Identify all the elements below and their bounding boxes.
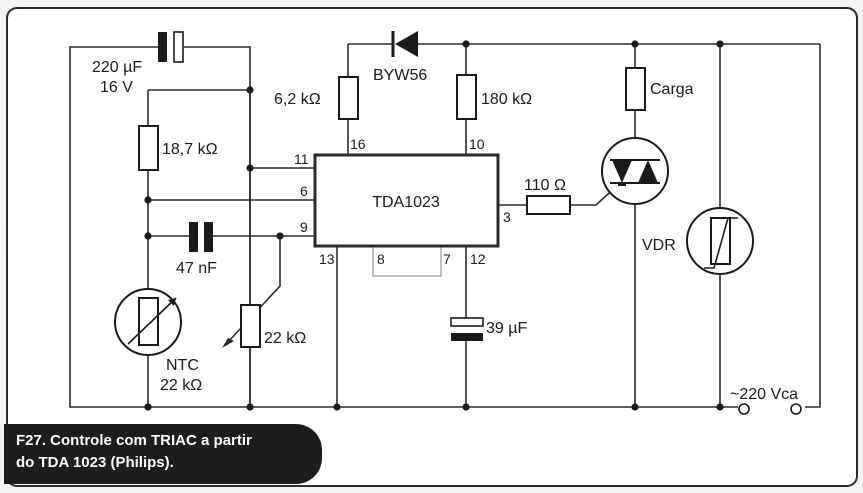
ntc-thermistor: [114, 288, 182, 356]
pin-9: 9: [300, 219, 308, 235]
label-r-22k: 22 kΩ: [264, 330, 306, 347]
label-r-180k: 180 kΩ: [481, 91, 532, 108]
mains-terminal-right: [790, 403, 802, 415]
label-diode: BYW56: [373, 67, 427, 84]
resistor-18k7: [138, 125, 159, 171]
label-load: Carga: [650, 81, 694, 98]
ic-body: [313, 153, 500, 248]
label-ntc: NTC: [166, 357, 199, 374]
label-c1-value: 220 µF: [92, 59, 142, 76]
potentiometer-22k: [240, 304, 261, 348]
capacitor-220uf: [158, 31, 184, 63]
pin-12: 12: [470, 251, 486, 267]
diode-byw56: [391, 31, 418, 57]
capacitor-47nf: [189, 222, 213, 252]
pin-3: 3: [503, 209, 511, 225]
triac: [601, 137, 669, 205]
mains-terminal-left: [738, 403, 750, 415]
label-vdr: VDR: [642, 237, 676, 254]
vdr-varistor: [686, 207, 754, 275]
pin8-pin7-link: [372, 246, 442, 277]
label-ic: TDA1023: [372, 194, 440, 211]
label-c-39u: 39 µF: [486, 320, 527, 337]
label-r-18k7: 18,7 kΩ: [162, 141, 218, 158]
pin-11: 11: [294, 151, 309, 167]
load-carga: [625, 67, 646, 111]
label-c1-voltage: 16 V: [100, 79, 133, 96]
resistor-6k2: [338, 76, 359, 120]
junction-dots: [144, 40, 724, 411]
label-c-47n: 47 nF: [176, 260, 217, 277]
resistor-110: [526, 195, 571, 215]
label-supply: ~220 Vca: [730, 386, 798, 403]
figure-caption: F27. Controle com TRIAC a partir do TDA …: [4, 424, 322, 484]
pin-10: 10: [469, 136, 485, 152]
potentiometer-wiper-arrow: [222, 338, 234, 348]
pin-7: 7: [443, 251, 451, 267]
label-r-110: 110 Ω: [524, 177, 566, 194]
label-r-6k2: 6,2 kΩ: [274, 91, 321, 108]
pin-13: 13: [319, 251, 335, 267]
pin-6: 6: [300, 183, 308, 199]
pin-16: 16: [350, 136, 366, 152]
pin-8: 8: [377, 251, 385, 267]
capacitor-39uf: [450, 317, 484, 341]
caption-line-2: do TDA 1023 (Philips).: [16, 454, 174, 471]
caption-line-1: F27. Controle com TRIAC a partir: [16, 432, 252, 449]
resistor-180k: [456, 74, 477, 120]
label-ntc-value: 22 kΩ: [160, 377, 202, 394]
